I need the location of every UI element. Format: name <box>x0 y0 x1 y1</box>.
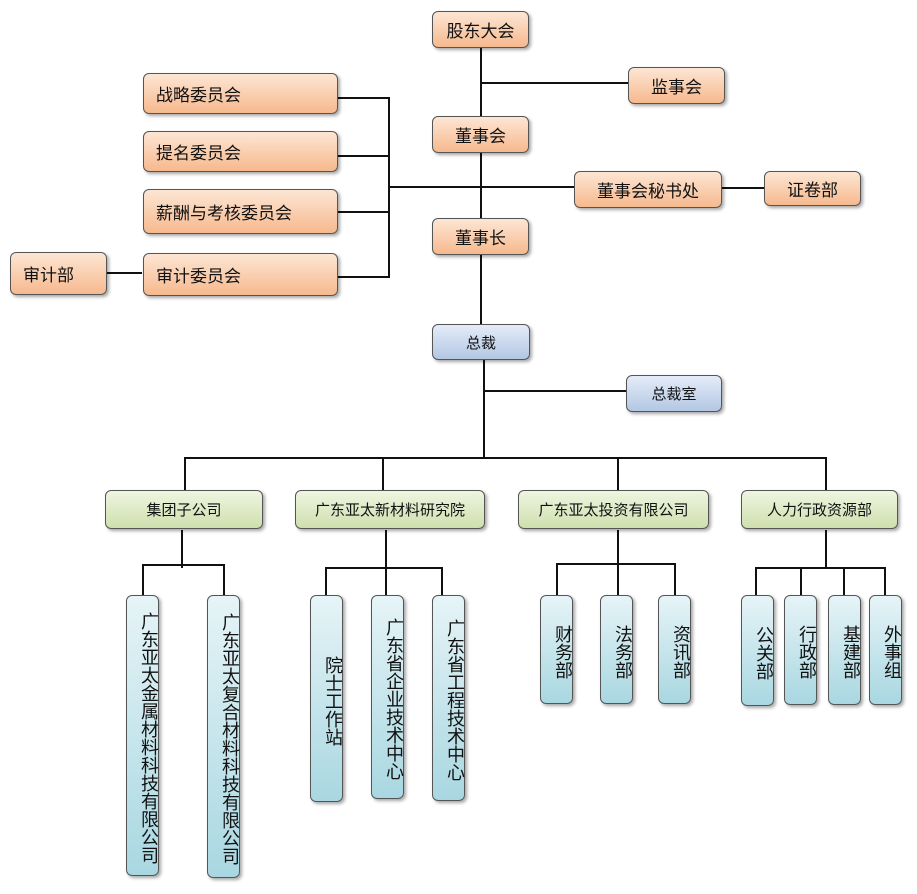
connector-line <box>337 276 389 278</box>
connector-line <box>184 457 186 491</box>
connector-line <box>388 97 390 278</box>
legal-dept-node: 法务部 <box>600 595 633 704</box>
connector-line <box>142 564 225 566</box>
connector-line <box>106 272 142 274</box>
connector-line <box>337 155 389 157</box>
connector-line <box>337 97 389 99</box>
infrastructure-dept-node: 基建部 <box>828 595 861 705</box>
president-node: 总裁 <box>432 324 530 360</box>
connector-line <box>223 564 225 596</box>
board-node: 董事会 <box>432 116 529 153</box>
connector-line <box>441 567 443 596</box>
sub-metal-node: 广东亚太金属材料科技有限公司 <box>126 595 159 876</box>
strategy-committee-node: 战略委员会 <box>143 73 338 114</box>
finance-dept-node: 财务部 <box>540 595 573 704</box>
chairman-node: 董事长 <box>432 218 529 255</box>
admin-dept-node: 行政部 <box>784 595 817 705</box>
connector-line <box>556 563 676 565</box>
connector-line <box>325 567 443 569</box>
connector-line <box>617 563 619 596</box>
connector-line <box>556 563 558 596</box>
board-secretary-node: 董事会秘书处 <box>574 171 722 208</box>
nomination-committee-node: 提名委员会 <box>143 131 338 172</box>
info-dept-node: 资讯部 <box>658 595 691 704</box>
connector-line <box>385 530 387 568</box>
connector-line <box>674 563 676 596</box>
enterprise-tech-center-node: 广东省企业技术中心 <box>371 595 404 799</box>
connector-line <box>388 186 575 188</box>
audit-committee-node: 审计委员会 <box>143 253 338 296</box>
connector-line <box>142 564 144 596</box>
connector-line <box>755 567 757 596</box>
president-office-node: 总裁室 <box>626 375 722 412</box>
connector-line <box>382 457 384 491</box>
engineering-tech-center-node: 广东省工程技术中心 <box>432 595 465 801</box>
connector-line <box>825 530 827 568</box>
connector-line <box>825 457 827 491</box>
securities-dept-node: 证卷部 <box>764 171 861 206</box>
connector-line <box>617 530 619 564</box>
connector-line <box>325 567 327 596</box>
connector-line <box>843 567 845 596</box>
connector-line <box>617 457 619 491</box>
research-institute-node: 广东亚太新材料研究院 <box>295 490 485 529</box>
connector-line <box>483 390 626 392</box>
academician-station-node: 院士工作站 <box>310 595 343 802</box>
audit-dept-node: 审计部 <box>10 252 107 295</box>
hr-admin-node: 人力行政资源部 <box>741 490 898 529</box>
compensation-committee-node: 薪酬与考核委员会 <box>143 189 338 234</box>
connector-line <box>385 567 387 596</box>
connector-line <box>483 358 485 458</box>
connector-line <box>337 211 389 213</box>
connector-line <box>720 187 764 189</box>
connector-line <box>181 530 183 568</box>
connector-line <box>184 457 827 459</box>
connector-line <box>755 567 886 569</box>
group-subsidiaries-node: 集团子公司 <box>105 490 263 529</box>
connector-line <box>884 567 886 596</box>
foreign-affairs-node: 外事组 <box>869 595 902 705</box>
investment-company-node: 广东亚太投资有限公司 <box>518 490 709 529</box>
pr-dept-node: 公关部 <box>741 595 774 706</box>
shareholders-node: 股东大会 <box>432 11 529 48</box>
sub-composite-node: 广东亚太复合材料科技有限公司 <box>207 595 240 878</box>
supervisors-node: 监事会 <box>628 67 725 104</box>
connector-line <box>481 82 629 84</box>
connector-line <box>800 567 802 596</box>
